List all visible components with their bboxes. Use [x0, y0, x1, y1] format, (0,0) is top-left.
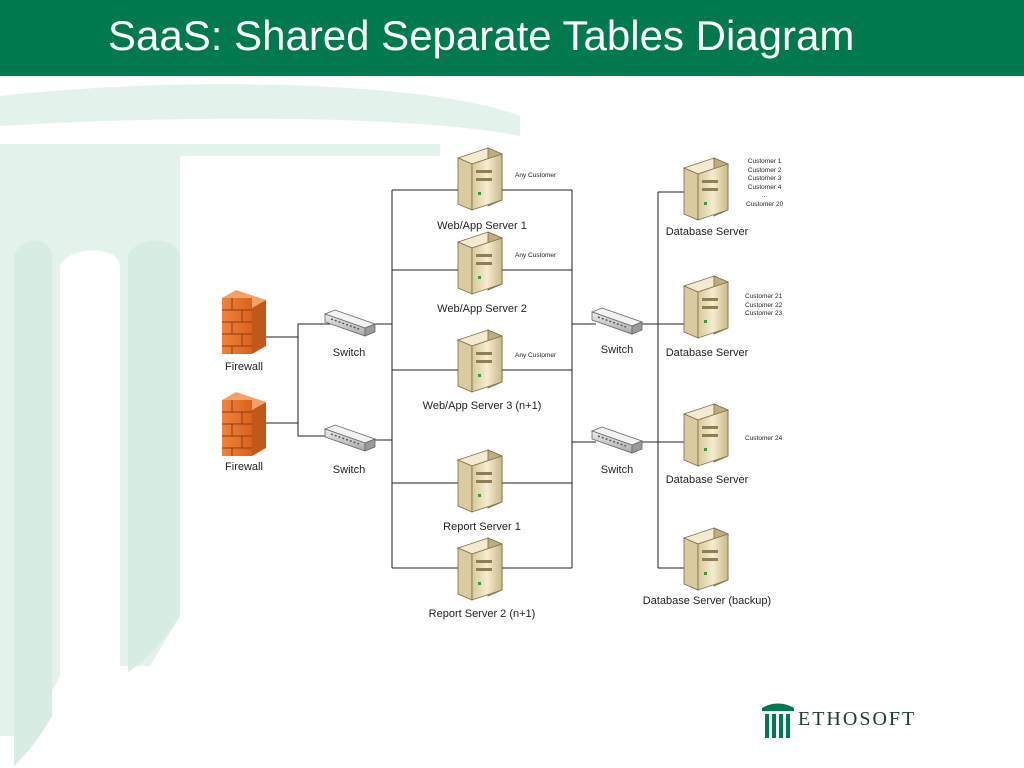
- database-server-icon: [683, 403, 729, 467]
- server-icon: [457, 231, 503, 295]
- customer-list-item: Customer 1: [747, 158, 782, 165]
- server-label: Report Server 2 (n+1): [428, 608, 536, 620]
- title-bar: SaaS: Shared Separate Tables Diagram: [0, 0, 1024, 76]
- slide-title: SaaS: Shared Separate Tables Diagram: [108, 12, 855, 59]
- database-server-label: Database Server: [665, 226, 749, 238]
- database-server-label: Database Server: [665, 474, 749, 486]
- server-label: Web/App Server 2: [437, 303, 527, 315]
- customer-list: Customer 24: [745, 435, 782, 444]
- server-icon: [457, 147, 503, 211]
- customer-list-item: Customer 23: [745, 310, 783, 318]
- switch-label: Switch: [600, 344, 634, 356]
- database-server-label: Database Server: [665, 347, 749, 359]
- firewall-label: Firewall: [225, 361, 263, 373]
- server-label: Web/App Server 1: [437, 220, 527, 232]
- switch-icon: [591, 307, 643, 335]
- database-server-icon: [683, 275, 729, 339]
- database-server-icon: [683, 527, 729, 591]
- server-note: Any Customer: [515, 172, 557, 179]
- customer-list-item: Customer 2: [747, 166, 782, 174]
- switch-label: Switch: [600, 464, 634, 476]
- server-label: Web/App Server 3 (n+1): [422, 400, 542, 412]
- switch-label: Switch: [332, 464, 366, 476]
- switch-icon: [324, 309, 376, 337]
- customer-list-item: ...: [761, 192, 768, 200]
- firewall-icon: [221, 289, 267, 355]
- customer-list-item: Customer 3: [747, 175, 782, 183]
- database-server-label: Database Server (backup): [642, 595, 772, 607]
- server-icon: [457, 537, 503, 601]
- ethosoft-logo-text: ETHOSOFT: [798, 708, 917, 730]
- connection-lines: [265, 189, 690, 569]
- customer-list-item: Customer 21: [745, 293, 783, 300]
- server-note: Any Customer: [515, 352, 557, 359]
- column-background-art: [0, 84, 520, 766]
- server-icon: [457, 329, 503, 393]
- customer-list-item: Customer 24: [745, 435, 783, 442]
- server-note: Any Customer: [515, 252, 557, 259]
- customer-list: Customer 21 Customer 22 Customer 23: [745, 293, 782, 319]
- customer-list-item: Customer 4: [747, 183, 782, 191]
- ethosoft-logo-icon: [762, 703, 794, 738]
- switch-icon: [324, 424, 376, 452]
- customer-list-item: Customer 22: [745, 301, 783, 309]
- firewall-label: Firewall: [225, 461, 263, 473]
- customer-list: Customer 1 Customer 2 Customer 3 Custome…: [746, 158, 783, 210]
- server-icon: [457, 449, 503, 513]
- switch-label: Switch: [332, 347, 366, 359]
- customer-list-item: Customer 20: [746, 200, 784, 208]
- database-server-icon: [683, 157, 729, 221]
- server-label: Report Server 1: [443, 521, 521, 533]
- firewall-icon: [221, 391, 267, 457]
- switch-icon: [591, 426, 643, 454]
